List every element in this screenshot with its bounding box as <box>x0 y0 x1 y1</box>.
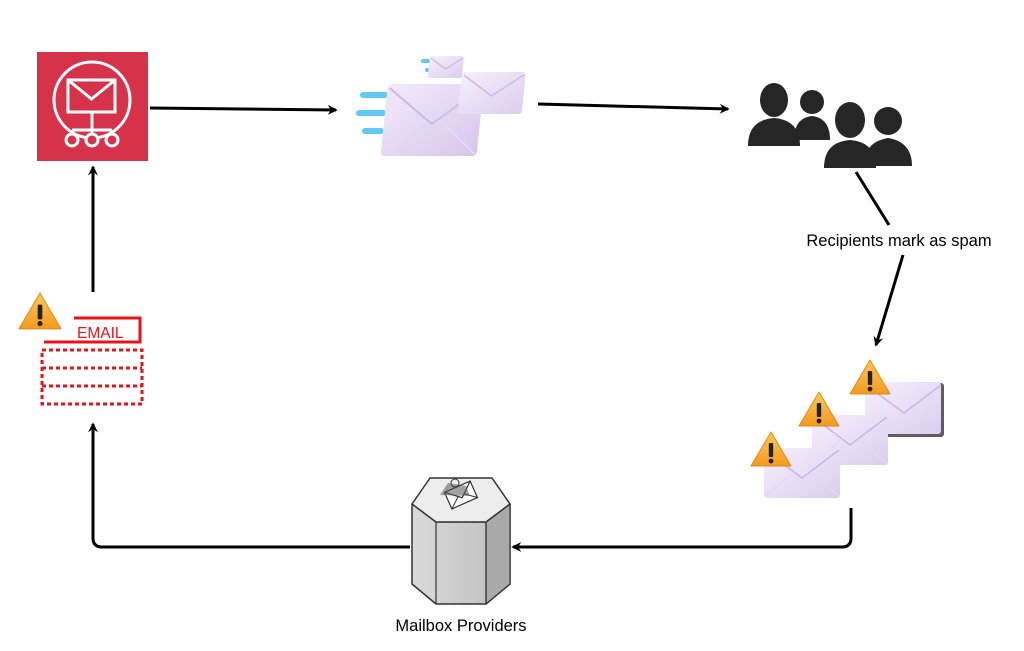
arrow-spam-to-providers <box>511 508 853 552</box>
arrow-service-to-sending <box>149 104 338 115</box>
edge-recipients-to-label <box>854 171 891 226</box>
spam-marked-emails-icon <box>750 359 944 499</box>
blocked-email-warning-icon: EMAIL <box>18 292 144 406</box>
arrow-providers-to-blocked <box>88 422 410 549</box>
mailbox-providers-label: Mailbox Providers <box>395 617 526 635</box>
mailbox-provider-server-icon <box>411 477 511 605</box>
recipients-icon <box>748 83 912 168</box>
email-service-icon <box>37 52 148 161</box>
arrow-label-to-spam <box>873 254 905 347</box>
email-tag-label: EMAIL <box>77 325 124 342</box>
sending-mail-icon <box>356 56 526 156</box>
spam-edge-label: Recipients mark as spam <box>806 232 991 250</box>
arrow-sending-to-recipients <box>537 102 730 114</box>
connectors <box>88 102 905 552</box>
